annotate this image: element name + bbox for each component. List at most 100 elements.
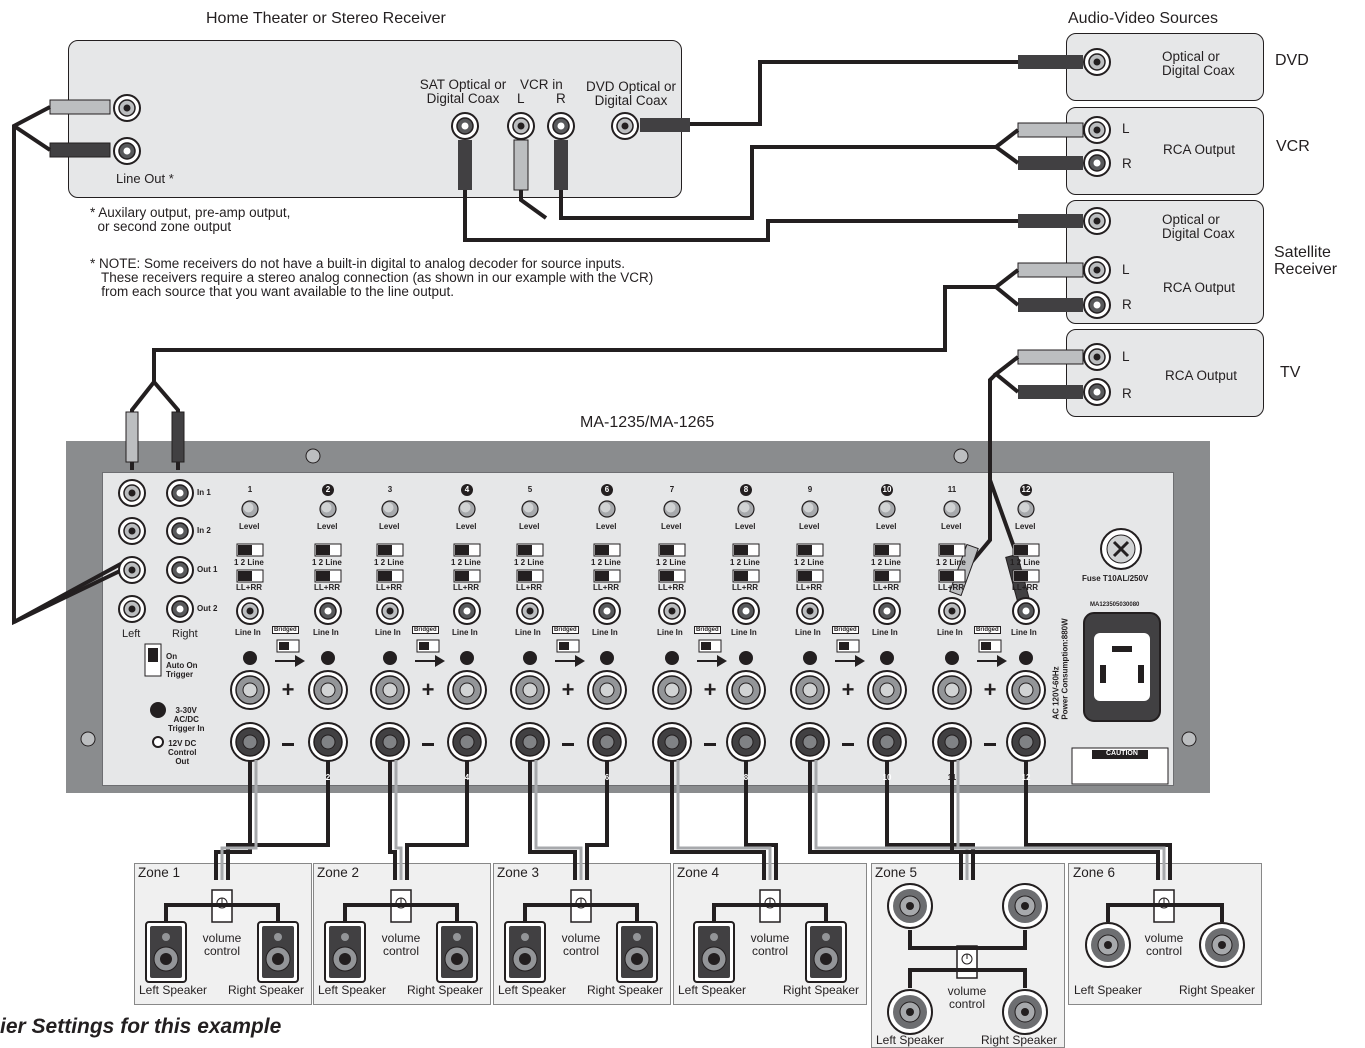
power-label: AC 120V-60Hz Power Consumption:880W <box>1051 618 1070 720</box>
channel-3: + <box>370 500 445 762</box>
zone-6-name: Zone 6 <box>1073 865 1116 880</box>
satellite-l-label: L <box>1122 262 1130 277</box>
line-switch-label-2: 1 2 Line <box>312 558 342 567</box>
zone-5-control-label: volume control <box>947 984 987 1011</box>
binding-post-top-6[interactable] <box>587 670 627 710</box>
level-knob-11[interactable] <box>943 500 961 518</box>
level-knob-2[interactable] <box>319 500 337 518</box>
amp-output-out1: Out 1 <box>197 565 218 574</box>
binding-post-top-4[interactable] <box>447 670 487 710</box>
amp-trigger-switch-label: On Auto On Trigger <box>166 652 198 679</box>
zone3-right-speaker <box>616 921 658 983</box>
level-label-10: Level <box>876 522 897 531</box>
source-dvd-box <box>1066 33 1264 101</box>
dvd-output-label: Optical or Digital Coax <box>1162 49 1235 78</box>
bridged-label-1: Bridged <box>272 626 299 634</box>
line-in-jack-10[interactable] <box>873 597 901 625</box>
channel-number-9: 9 <box>807 485 813 494</box>
line-in-jack-4[interactable] <box>453 597 481 625</box>
level-knob-12[interactable] <box>1017 500 1035 518</box>
level-knob-8[interactable] <box>737 500 755 518</box>
level-knob-10[interactable] <box>878 500 896 518</box>
line-in-jack-8[interactable] <box>732 597 760 625</box>
binding-post-bottom-3[interactable] <box>370 722 410 762</box>
zone5-speaker-tl <box>887 883 933 929</box>
binding-post-bottom-10[interactable] <box>867 722 907 762</box>
level-knob-9[interactable] <box>801 500 819 518</box>
line-switch-label-7: 1 2 Line <box>656 558 686 567</box>
channel-bottom-number-4: 4 <box>464 773 470 782</box>
binding-post-top-11[interactable] <box>932 670 972 710</box>
channel-2 <box>308 484 348 762</box>
level-knob-6[interactable] <box>598 500 616 518</box>
line-in-jack-12[interactable] <box>1012 597 1040 625</box>
binding-post-bottom-6[interactable] <box>587 722 627 762</box>
binding-post-top-12[interactable] <box>1006 670 1046 710</box>
level-label-5: Level <box>519 522 540 531</box>
binding-post-top-10[interactable] <box>867 670 907 710</box>
binding-post-bottom-9[interactable] <box>790 722 830 762</box>
binding-post-top-9[interactable] <box>790 670 830 710</box>
level-knob-5[interactable] <box>521 500 539 518</box>
svg-text:+: + <box>842 677 855 702</box>
binding-post-top-3[interactable] <box>370 670 410 710</box>
line-in-label-12: Line In <box>1011 628 1037 637</box>
channel-bottom-number-6: 6 <box>604 773 610 782</box>
level-knob-3[interactable] <box>381 500 399 518</box>
binding-post-bottom-7[interactable] <box>652 722 692 762</box>
binding-post-top-7[interactable] <box>652 670 692 710</box>
line-in-label-10: Line In <box>872 628 898 637</box>
line-in-label-2: Line In <box>313 628 339 637</box>
level-label-3: Level <box>379 522 400 531</box>
channel-bottom-number-12: 12 <box>1021 773 1031 782</box>
channel-10 <box>867 484 907 762</box>
level-knob-7[interactable] <box>663 500 681 518</box>
line-in-label-3: Line In <box>375 628 401 637</box>
line-in-jack-6[interactable] <box>593 597 621 625</box>
svg-text:+: + <box>562 677 575 702</box>
channel-bottom-number-1: 1 <box>247 773 253 782</box>
binding-post-bottom-1[interactable] <box>230 722 270 762</box>
level-knob-1[interactable] <box>241 500 259 518</box>
channel-bottom-number-9: 9 <box>807 773 813 782</box>
level-label-7: Level <box>661 522 682 531</box>
binding-post-bottom-5[interactable] <box>510 722 550 762</box>
volume-control-5[interactable] <box>956 945 978 979</box>
channel-8 <box>726 484 766 762</box>
channel-number-8: 8 <box>743 485 749 494</box>
channel-7: + <box>652 500 727 762</box>
bridged-label-5: Bridged <box>552 626 579 634</box>
svg-text:+: + <box>282 677 295 702</box>
zone-2-control-label: volume control <box>381 931 421 958</box>
level-label-4: Level <box>456 522 477 531</box>
amp-trigger-in-label: 3-30V AC/DC Trigger In <box>168 706 205 733</box>
zone5-speaker-br <box>1002 989 1048 1035</box>
mode-switch-label-4: LL+RR <box>453 583 479 592</box>
binding-post-bottom-4[interactable] <box>447 722 487 762</box>
line-in-jack-1[interactable] <box>236 597 264 625</box>
binding-post-bottom-11[interactable] <box>932 722 972 762</box>
binding-post-bottom-2[interactable] <box>308 722 348 762</box>
binding-post-top-2[interactable] <box>308 670 348 710</box>
line-in-jack-2[interactable] <box>314 597 342 625</box>
binding-post-top-5[interactable] <box>510 670 550 710</box>
line-in-jack-3[interactable] <box>376 597 404 625</box>
line-in-jack-5[interactable] <box>516 597 544 625</box>
binding-post-bottom-8[interactable] <box>726 722 766 762</box>
zone-6-left-label: Left Speaker <box>1074 983 1143 997</box>
zone6-right-speaker <box>1199 922 1245 968</box>
level-label-1: Level <box>239 522 260 531</box>
binding-post-top-1[interactable] <box>230 670 270 710</box>
mode-switch-label-5: LL+RR <box>516 583 542 592</box>
line-in-jack-7[interactable] <box>658 597 686 625</box>
line-in-jack-9[interactable] <box>796 597 824 625</box>
zone-2-right-label: Right Speaker <box>407 983 484 997</box>
level-label-6: Level <box>596 522 617 531</box>
line-in-jack-11[interactable] <box>938 597 966 625</box>
zone-5-left-label: Left Speaker <box>876 1033 945 1047</box>
binding-post-bottom-12[interactable] <box>1006 722 1046 762</box>
level-knob-4[interactable] <box>458 500 476 518</box>
binding-post-top-8[interactable] <box>726 670 766 710</box>
zone-1-control-label: volume control <box>202 931 242 958</box>
